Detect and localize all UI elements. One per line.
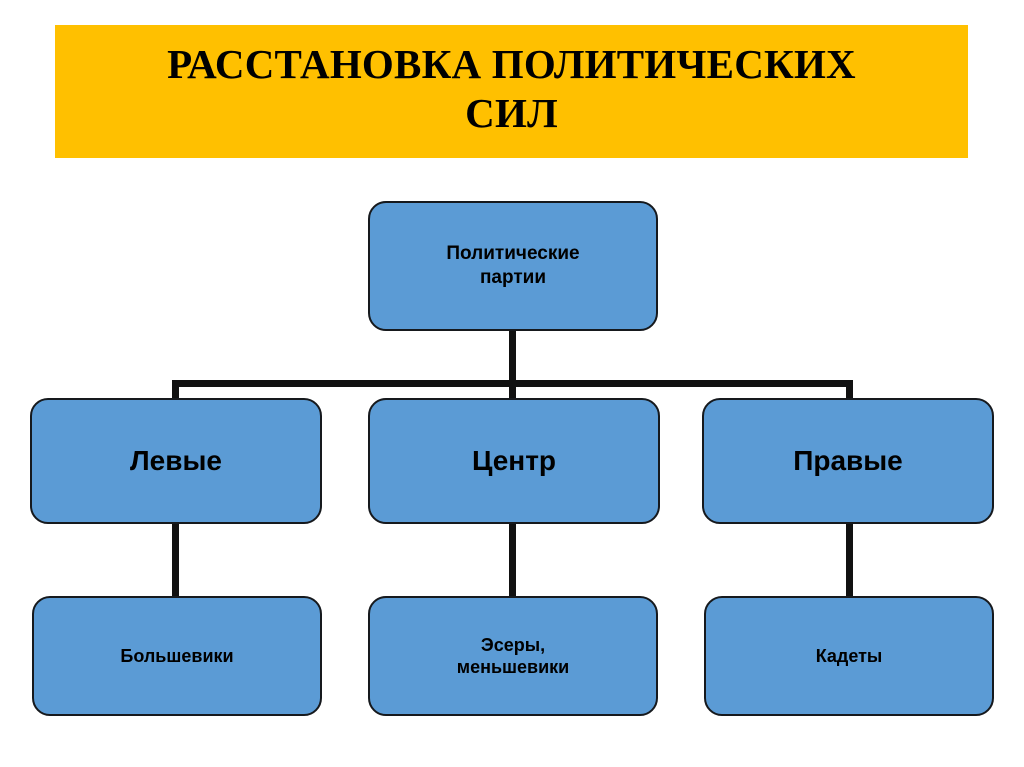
connector-bus-to-center	[509, 380, 516, 402]
connector-center-to-srs	[509, 520, 516, 598]
connector-right-to-kadets	[846, 520, 853, 598]
connector-left-to-bolsheviks	[172, 520, 179, 598]
title-banner: РАССТАНОВКА ПОЛИТИЧЕСКИХ СИЛ	[55, 25, 968, 158]
page-title: РАССТАНОВКА ПОЛИТИЧЕСКИХ СИЛ	[167, 41, 856, 136]
node-srs-mensheviks[interactable]: Эсеры, меньшевики	[368, 596, 658, 716]
connector-bus-to-right	[846, 380, 853, 402]
node-kadets[interactable]: Кадеты	[704, 596, 994, 716]
node-center[interactable]: Центр	[368, 398, 660, 524]
node-bolsheviks[interactable]: Большевики	[32, 596, 322, 716]
node-political-parties[interactable]: Политические партии	[368, 201, 658, 331]
connector-bus-to-left	[172, 380, 179, 402]
node-left-wing[interactable]: Левые	[30, 398, 322, 524]
node-right-wing[interactable]: Правые	[702, 398, 994, 524]
connector-root-stem	[509, 330, 516, 386]
